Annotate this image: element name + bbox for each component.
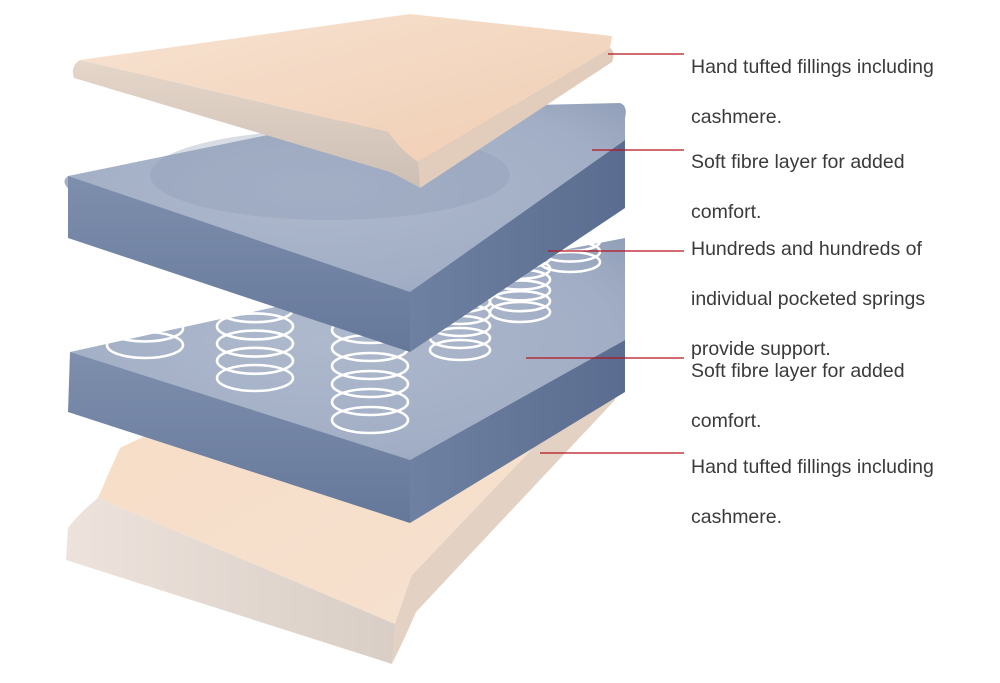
callout-top-filling-line-1: Hand tufted fillings including [691,56,934,78]
spring-coil-turn [330,351,410,381]
callout-springs-line-3: provide support. [691,338,831,360]
callout-lower-fibre-line-2: comfort. [691,410,762,432]
spring-coil-turn [105,314,185,343]
callout-springs-line-2: individual pocketed springs [691,288,926,310]
callout-top-filling: Hand tufted fillings including cashmere. [691,30,991,155]
callout-upper-fibre: Soft fibre layer for added comfort. [691,125,991,250]
callout-top-filling-line-2: cashmere. [691,106,783,128]
spring-coil-turn [488,300,552,324]
upper-fibre-layer [64,103,626,352]
spring-coil-turn [330,369,410,399]
callout-bottom-filling-line-1: Hand tufted fillings including [691,456,934,478]
spring-coil-turn [215,312,295,341]
spring-coil-turn [330,387,410,417]
callout-springs-line-1: Hundreds and hundreds of [691,238,922,260]
spring-coil-turn [488,289,552,313]
callout-upper-fibre-line-1: Soft fibre layer for added [691,151,905,173]
spring-coil-turn [215,363,295,393]
spring-coil-turn [105,280,185,310]
callout-upper-fibre-line-2: comfort. [691,201,762,223]
callout-bottom-filling-line-2: cashmere. [691,506,783,528]
callout-lower-fibre: Soft fibre layer for added comfort. [691,334,991,459]
leader-lines [526,53,684,454]
callout-springs: Hundreds and hundreds of individual pock… [691,212,991,387]
spring-coil-turn [330,405,410,435]
top-filling-layer [72,14,614,188]
callout-bottom-filling: Hand tufted fillings including cashmere. [691,430,991,555]
spring-coil-turn [215,329,295,358]
spring-coil [105,247,185,360]
spring-coil-turn [105,297,185,327]
callout-lower-fibre-line-1: Soft fibre layer for added [691,360,905,382]
spring-coil-turn [105,330,185,360]
spring-coil-turn [428,338,492,362]
spring-coil-turn [105,264,185,293]
spring-coil-turn [215,346,295,376]
